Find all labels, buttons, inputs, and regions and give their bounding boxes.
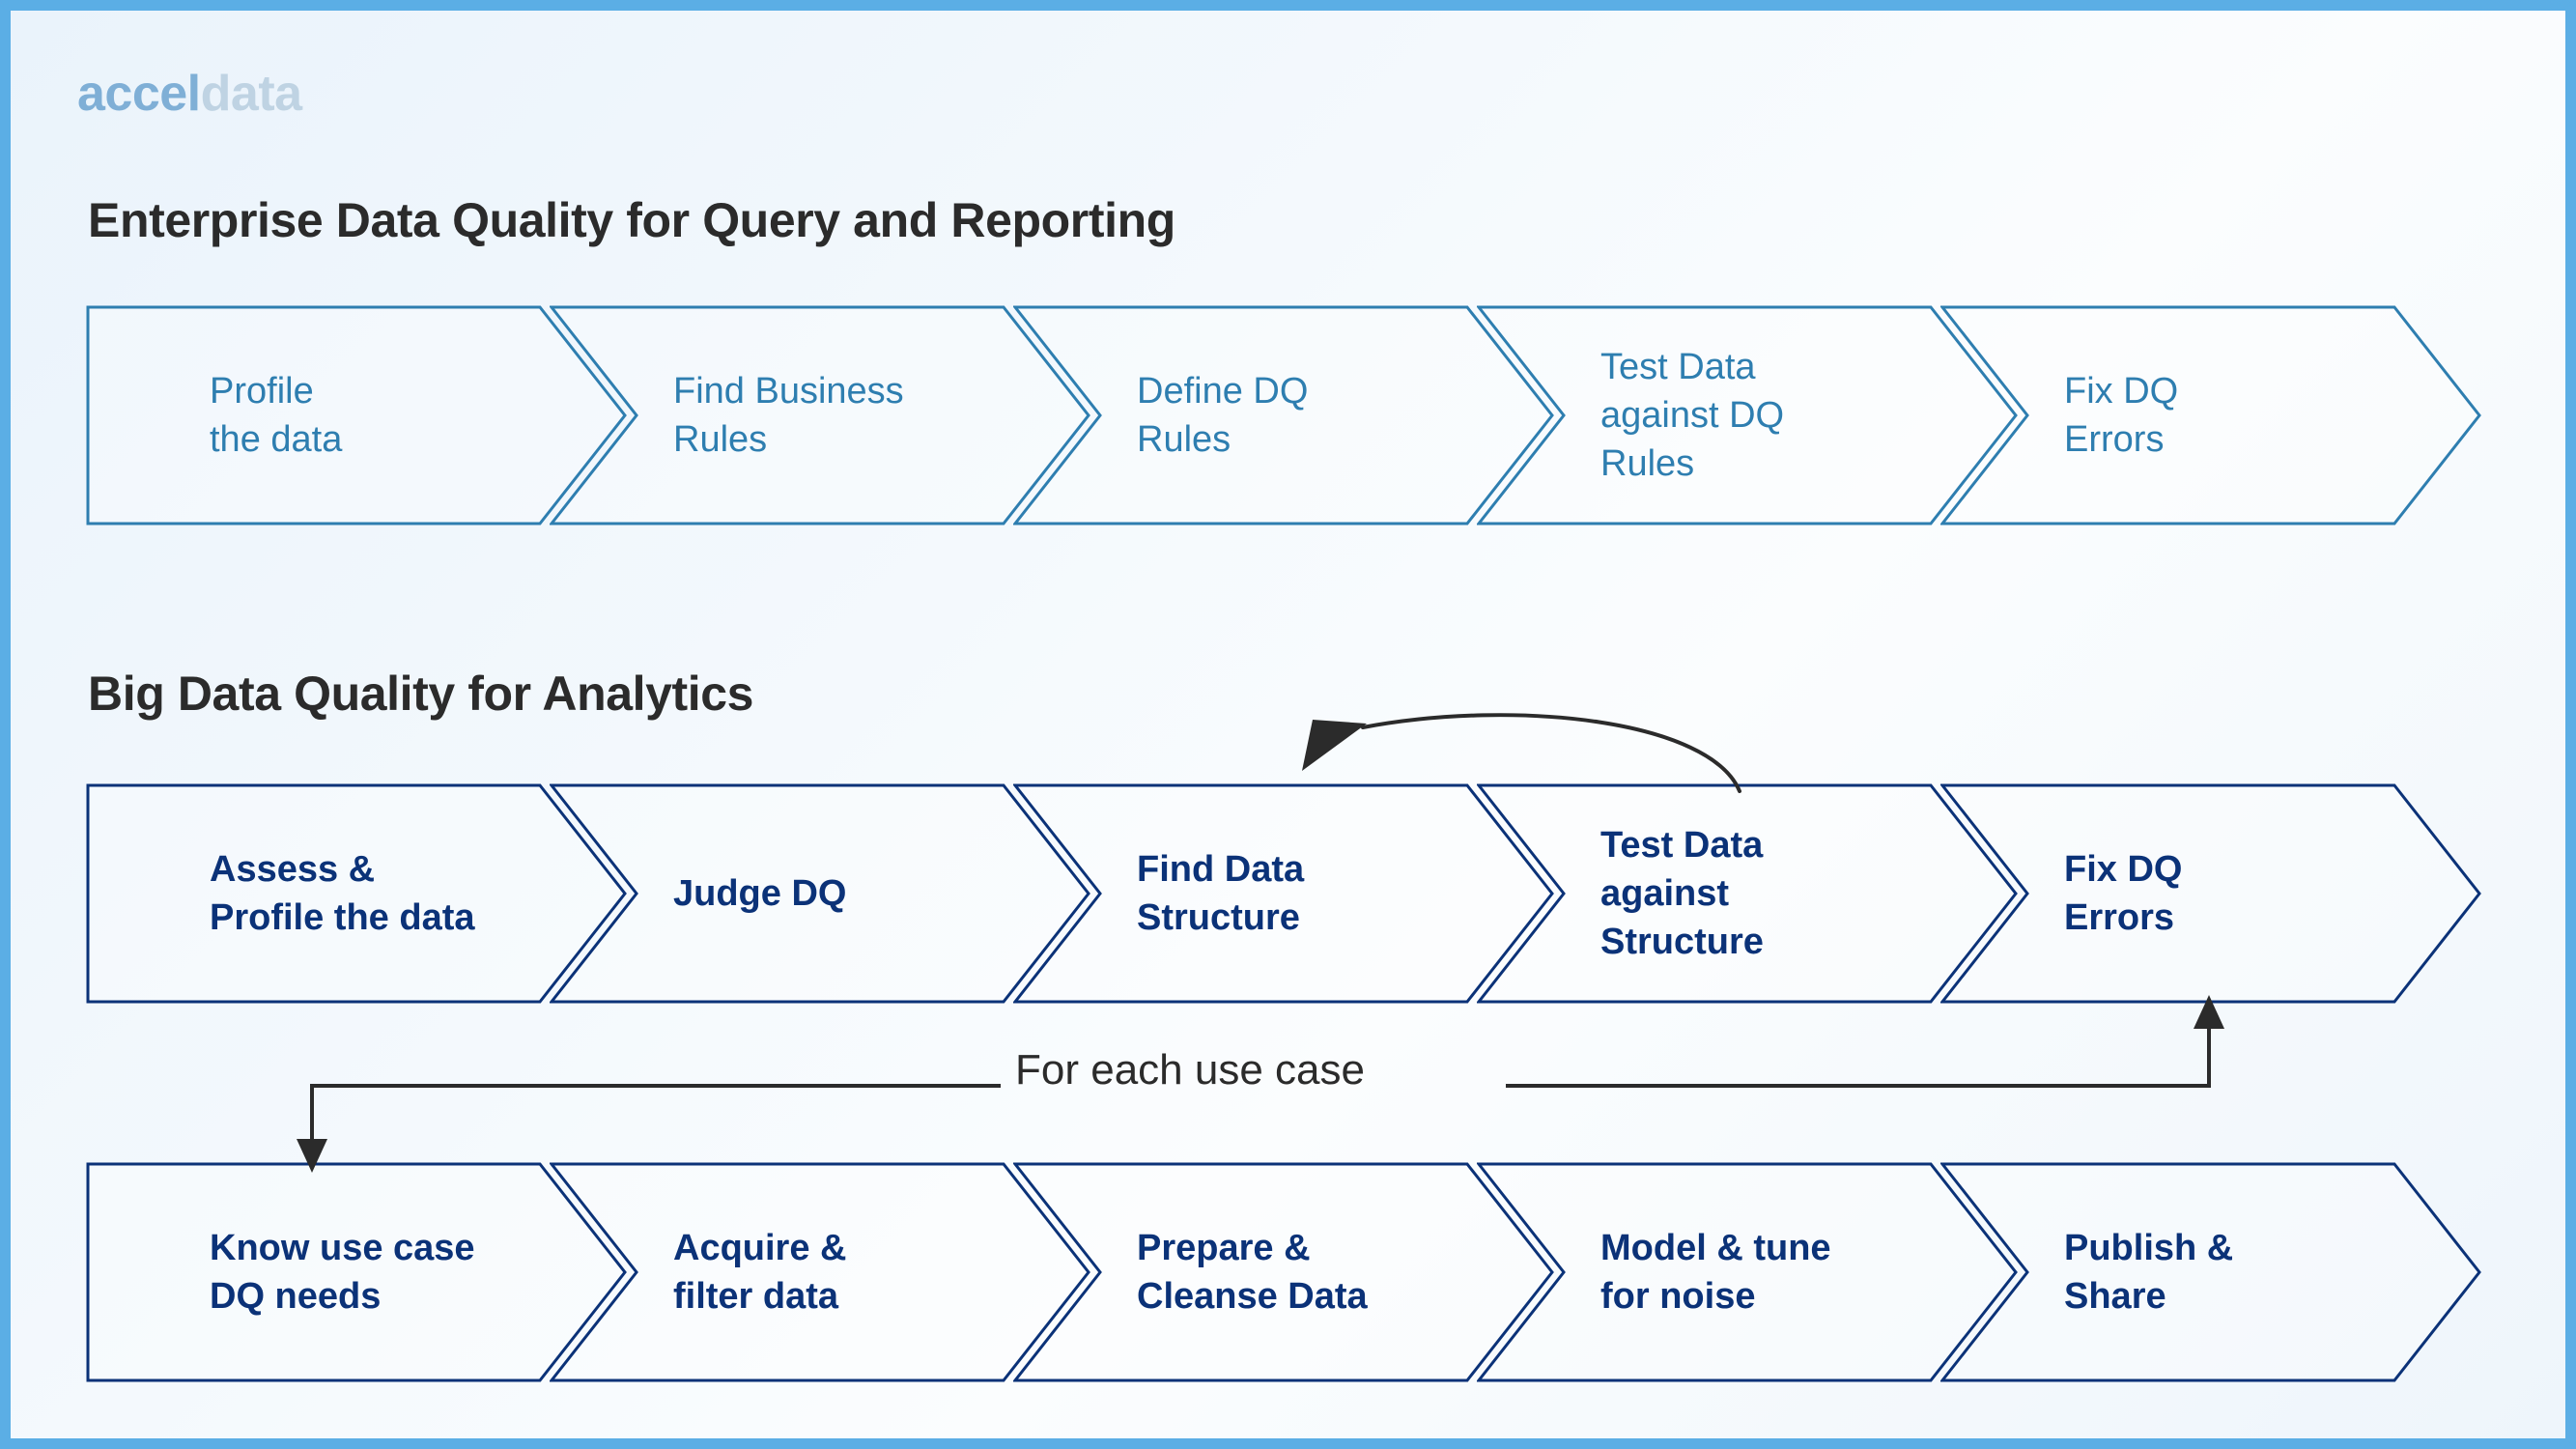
- chevron-step-acquire-filter-data[interactable]: Acquire & filter data: [550, 1162, 1090, 1382]
- chevron-step-test-data-against-dq-rules[interactable]: Test Data against DQ Rules: [1477, 305, 2018, 526]
- chevron-step-test-data-against-structure[interactable]: Test Data against Structure: [1477, 783, 2018, 1004]
- chevron-label: Profile the data: [210, 370, 343, 460]
- acceldata-logo: acceldata: [77, 69, 302, 119]
- chevron-shape: [1477, 783, 2018, 1004]
- chevron-shape: [86, 783, 627, 1004]
- section-title-bigdata: Big Data Quality for Analytics: [88, 667, 754, 721]
- chevron-step-model-tune-for-noise[interactable]: Model & tune for noise: [1477, 1162, 2018, 1382]
- chevron-label: Test Data against Structure: [1600, 824, 1764, 963]
- chevron-row-usecase: Know use case DQ needs Acquire & filter …: [86, 1162, 2481, 1382]
- chevron-label: Find Business Rules: [673, 370, 904, 460]
- chevron-step-prepare-cleanse-data[interactable]: Prepare & Cleanse Data: [1013, 1162, 1554, 1382]
- chevron-step-fix-dq-errors-bigdata[interactable]: Fix DQ Errors: [1940, 783, 2481, 1004]
- chevron-step-fix-dq-errors[interactable]: Fix DQ Errors: [1940, 305, 2481, 526]
- loop-down-connector: [297, 1084, 1001, 1173]
- chevron-shape: [550, 1162, 1090, 1382]
- chevron-shape: [1940, 1162, 2481, 1382]
- chevron-label: Judge DQ: [673, 872, 847, 914]
- chevron-shape: [86, 305, 627, 526]
- chevron-label: Assess & Profile the data: [210, 848, 475, 938]
- chevron-label: Test Data against DQ Rules: [1600, 346, 1785, 485]
- chevron-shape: [1477, 1162, 2018, 1382]
- chevron-row-enterprise: Profile the data Find Business Rules Def…: [86, 305, 2481, 526]
- chevron-label: Fix DQ Errors: [2064, 848, 2183, 938]
- chevron-shape: [1940, 783, 2481, 1004]
- feedback-curved-arrow: [1302, 713, 1741, 793]
- chevron-shape: [550, 305, 1090, 526]
- chevron-label: Fix DQ Errors: [2064, 370, 2179, 460]
- chevron-shape: [1477, 305, 2018, 526]
- chevron-shape: [1940, 305, 2481, 526]
- logo-accel-text: accel: [77, 66, 201, 122]
- chevron-step-judge-dq[interactable]: Judge DQ: [550, 783, 1090, 1004]
- chevron-step-define-dq-rules[interactable]: Define DQ Rules: [1013, 305, 1554, 526]
- chevron-label: Publish & Share: [2064, 1227, 2234, 1317]
- loop-caption: For each use case: [1015, 1046, 1365, 1094]
- chevron-label: Acquire & filter data: [673, 1227, 847, 1317]
- chevron-step-publish-share[interactable]: Publish & Share: [1940, 1162, 2481, 1382]
- chevron-step-find-data-structure[interactable]: Find Data Structure: [1013, 783, 1554, 1004]
- chevron-label: Know use case DQ needs: [210, 1227, 475, 1317]
- chevron-label: Prepare & Cleanse Data: [1137, 1227, 1368, 1317]
- chevron-shape: [1013, 305, 1554, 526]
- section-title-enterprise: Enterprise Data Quality for Query and Re…: [88, 193, 1175, 247]
- chevron-row-bigdata: Assess & Profile the data Judge DQ Find …: [86, 783, 2481, 1004]
- chevron-step-assess-profile-the-data[interactable]: Assess & Profile the data: [86, 783, 627, 1004]
- chevron-shape: [86, 1162, 627, 1382]
- logo-data-text: data: [200, 66, 302, 122]
- chevron-step-know-use-case-dq-needs[interactable]: Know use case DQ needs: [86, 1162, 627, 1382]
- loop-up-connector: [1506, 995, 2224, 1088]
- chevron-label: Define DQ Rules: [1137, 370, 1309, 460]
- chevron-step-find-business-rules[interactable]: Find Business Rules: [550, 305, 1090, 526]
- chevron-step-profile-the-data[interactable]: Profile the data: [86, 305, 627, 526]
- chevron-label: Model & tune for noise: [1600, 1227, 1831, 1317]
- chevron-label: Find Data Structure: [1137, 848, 1305, 938]
- chevron-shape: [550, 783, 1090, 1004]
- chevron-shape: [1013, 1162, 1554, 1382]
